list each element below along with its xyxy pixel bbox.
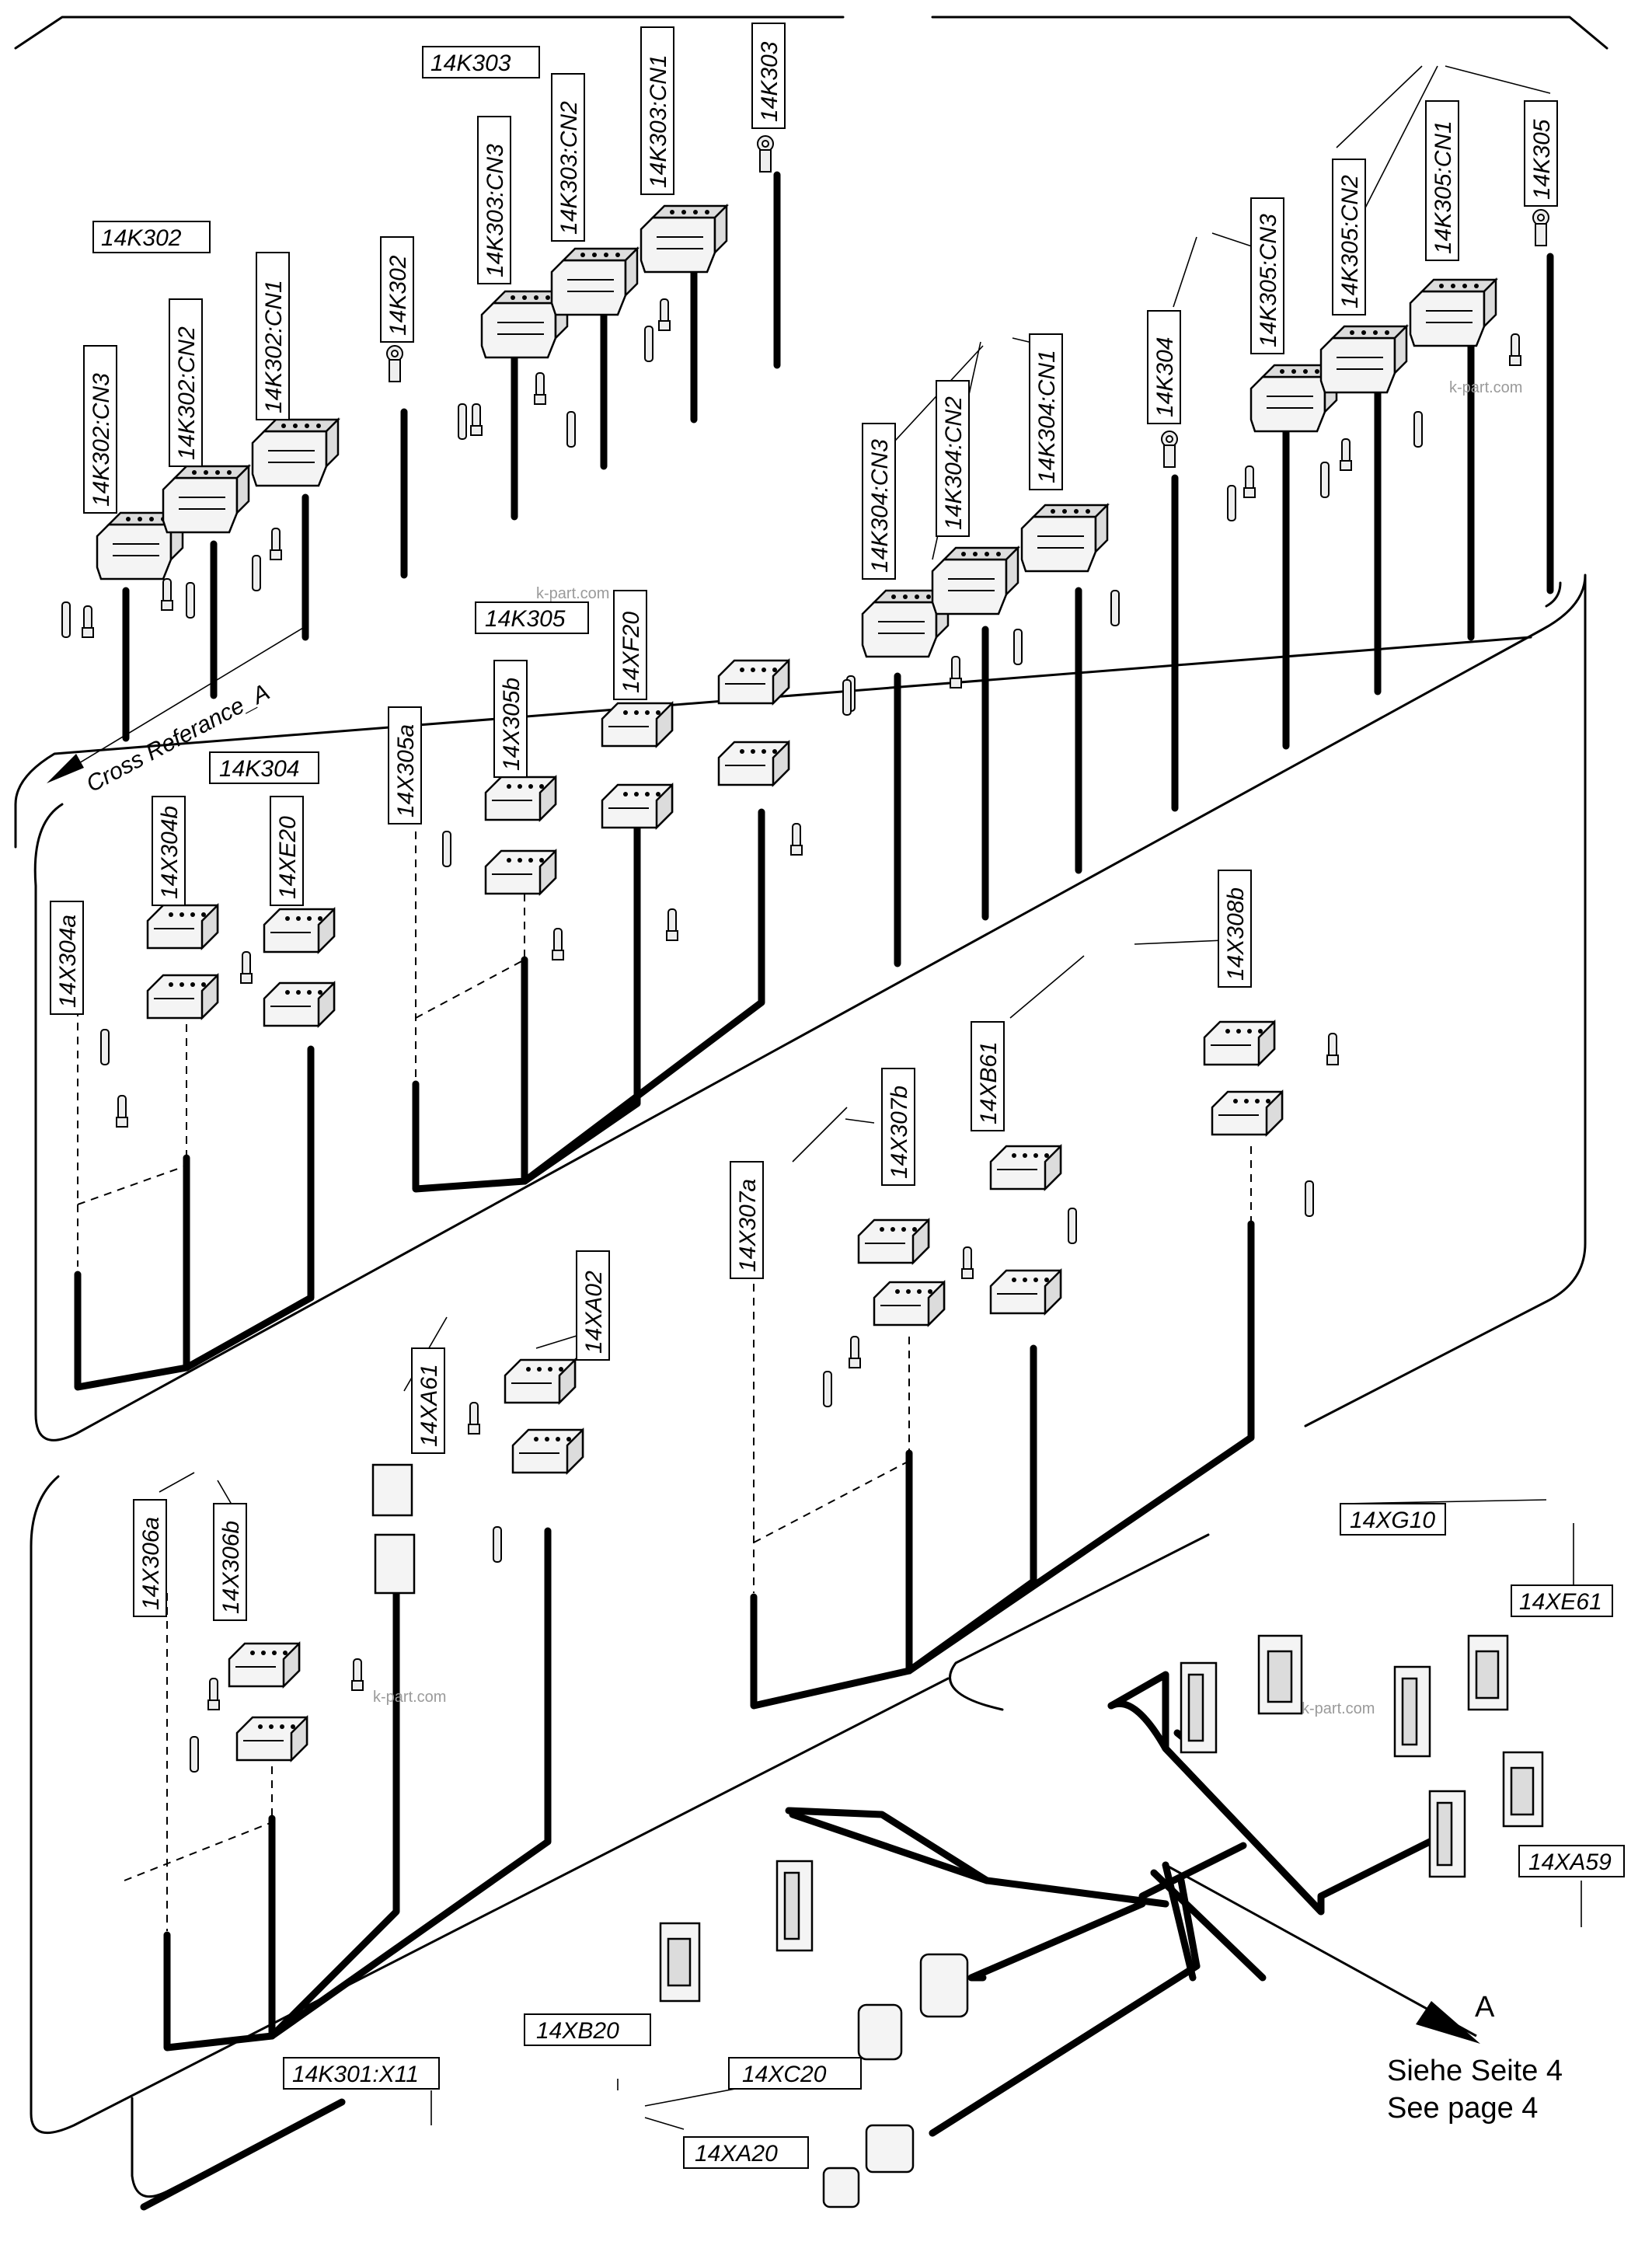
label-14K305-CN3: 14K305:CN3 — [1256, 214, 1281, 347]
label-14XF20-box: 14XF20 — [613, 590, 647, 700]
label-14XG10: 14XG10 — [1350, 1508, 1435, 1533]
watermark: k-part.com — [536, 585, 609, 602]
label-14K301-X11-box: 14K301:X11 — [283, 2057, 440, 2090]
label-14XC20-box: 14XC20 — [728, 2057, 862, 2090]
label-14K304-box: 14K304 — [209, 751, 319, 784]
label-14X304b: 14X304b — [157, 806, 183, 899]
label-14XA02-box: 14XA02 — [576, 1250, 610, 1361]
label-14X306b: 14X306b — [218, 1521, 244, 1614]
label-14K304-CN3: 14K304:CN3 — [867, 439, 893, 573]
label-14K305-ring-box: 14K305 — [1524, 100, 1558, 207]
label-14K303-CN3: 14K303:CN3 — [483, 144, 508, 277]
label-14K302-ring: 14K302 — [385, 255, 411, 336]
label-14XE20: 14XE20 — [275, 816, 301, 899]
page-reference: A Siehe Seite 4 See page 4 — [1387, 1991, 1563, 2125]
label-14X308b: 14X308b — [1223, 887, 1249, 981]
label-14K305-ring: 14K305 — [1529, 119, 1555, 200]
harness-outlines — [14, 16, 1608, 2198]
label-14K304-CN2: 14K304:CN2 — [941, 396, 967, 530]
label-14K302-ring-box: 14K302 — [380, 236, 414, 343]
label-14K303-ring: 14K303 — [757, 41, 782, 122]
label-14XA02: 14XA02 — [581, 1271, 607, 1354]
label-14K304-CN1-box: 14K304:CN1 — [1029, 333, 1063, 490]
arrow-label: A — [1475, 1991, 1495, 2024]
label-14X305a-box: 14X305a — [388, 706, 422, 824]
label-14K303-CN3-box: 14K303:CN3 — [477, 116, 511, 284]
label-14K302-CN1-box: 14K302:CN1 — [256, 252, 290, 420]
label-14K304: 14K304 — [219, 756, 299, 782]
label-14K303-ring-box: 14K303 — [751, 23, 786, 129]
label-14K305-CN1-box: 14K305:CN1 — [1425, 100, 1459, 261]
label-14XB20: 14XB20 — [536, 2018, 619, 2044]
label-14K305-box: 14K305 — [475, 601, 589, 634]
label-14X307b: 14X307b — [887, 1086, 912, 1179]
label-14XB20-box: 14XB20 — [524, 2013, 651, 2046]
label-14XB61-box: 14XB61 — [971, 1021, 1005, 1131]
leader-lines — [159, 65, 1582, 2130]
label-14K305-CN2: 14K305:CN2 — [1337, 175, 1363, 309]
label-14XA59-box: 14XA59 — [1518, 1845, 1625, 1877]
label-14XG10-box: 14XG10 — [1340, 1503, 1446, 1536]
label-14X304a-box: 14X304a — [50, 901, 84, 1015]
label-14X306b-box: 14X306b — [213, 1503, 247, 1621]
label-14XE61-box: 14XE61 — [1511, 1584, 1613, 1617]
label-14K305: 14K305 — [485, 606, 566, 632]
label-14K302-CN2: 14K302:CN2 — [174, 326, 200, 460]
wires — [74, 171, 1554, 2211]
label-14X304b-box: 14X304b — [152, 796, 186, 906]
watermark: k-part.com — [1449, 379, 1522, 396]
label-14K302: 14K302 — [101, 225, 182, 251]
label-14X305b: 14X305b — [499, 678, 525, 771]
label-14XA61: 14XA61 — [416, 1364, 442, 1447]
label-14K305-CN2-box: 14K305:CN2 — [1332, 159, 1366, 315]
label-14K305-CN1: 14K305:CN1 — [1431, 120, 1456, 254]
label-14X306a-box: 14X306a — [133, 1499, 167, 1617]
label-14XE61: 14XE61 — [1519, 1589, 1602, 1615]
label-14XA20-box: 14XA20 — [683, 2136, 809, 2169]
label-14K302-CN2-box: 14K302:CN2 — [169, 298, 203, 467]
label-14K304-ring-box: 14K304 — [1147, 310, 1181, 424]
page-ref-en: See page 4 — [1387, 2092, 1538, 2125]
label-14X305b-box: 14X305b — [493, 660, 528, 778]
label-14XE20-box: 14XE20 — [270, 796, 304, 906]
label-14K302-CN1: 14K302:CN1 — [261, 280, 287, 413]
label-14K301-X11: 14K301:X11 — [292, 2062, 419, 2087]
label-14K304-ring: 14K304 — [1152, 337, 1178, 417]
connectors — [61, 135, 1549, 2208]
label-14X307a: 14X307a — [735, 1179, 761, 1272]
watermark: k-part.com — [373, 1689, 446, 1706]
label-14X308b-box: 14X308b — [1218, 870, 1252, 988]
label-14K303-CN2-box: 14K303:CN2 — [551, 73, 585, 242]
label-14K304-CN1: 14K304:CN1 — [1034, 350, 1060, 483]
label-14K302-box: 14K302 — [92, 221, 211, 253]
label-14K303-CN1: 14K303:CN1 — [646, 54, 671, 188]
watermark: k-part.com — [1302, 1700, 1375, 1717]
dashed-leads — [77, 831, 1252, 1931]
label-14K303: 14K303 — [430, 51, 511, 76]
label-14XC20: 14XC20 — [742, 2062, 827, 2087]
label-14K305-CN3-box: 14K305:CN3 — [1250, 197, 1284, 354]
label-14X306a: 14X306a — [138, 1517, 164, 1610]
label-14X307a-box: 14X307a — [730, 1161, 764, 1279]
label-14K303-box: 14K303 — [422, 46, 540, 78]
page-ref-de: Siehe Seite 4 — [1387, 2055, 1563, 2087]
label-14XA20: 14XA20 — [695, 2141, 778, 2167]
label-14X305a: 14X305a — [393, 724, 419, 817]
label-14XA61-box: 14XA61 — [411, 1347, 445, 1454]
label-14K303-CN2: 14K303:CN2 — [556, 101, 582, 235]
label-14K302-CN3: 14K302:CN3 — [89, 373, 114, 507]
label-14X304a: 14X304a — [55, 915, 81, 1008]
label-14XA59: 14XA59 — [1528, 1849, 1612, 1875]
label-14K304-CN3-box: 14K304:CN3 — [862, 423, 896, 580]
label-14X307b-box: 14X307b — [881, 1068, 915, 1186]
label-14XF20: 14XF20 — [619, 612, 644, 693]
label-14K302-CN3-box: 14K302:CN3 — [83, 345, 117, 514]
label-14XB61: 14XB61 — [976, 1041, 1002, 1124]
label-14K303-CN1-box: 14K303:CN1 — [640, 26, 674, 195]
label-14K304-CN2-box: 14K304:CN2 — [936, 380, 970, 537]
